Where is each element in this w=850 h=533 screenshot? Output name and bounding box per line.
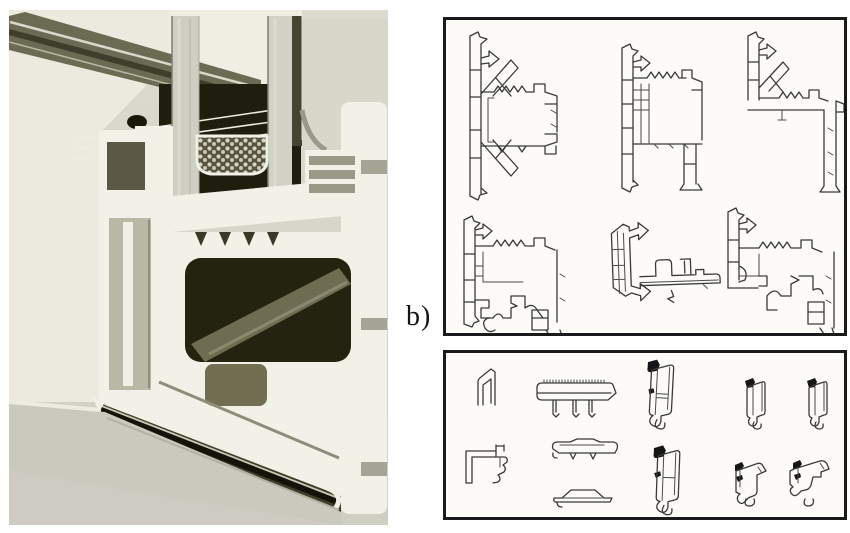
u-channel-profile <box>477 368 496 406</box>
glazing-bead-large-2 <box>653 445 681 516</box>
glass-pane-left <box>171 16 200 202</box>
hooked-strip-profile <box>536 379 617 418</box>
desiccant-spacer <box>195 134 269 176</box>
wall-corner <box>9 400 341 525</box>
glazing-bead-large <box>647 359 675 430</box>
frame-profile-right <box>727 207 835 333</box>
photo-rendering <box>9 10 388 525</box>
cover-bead-profile <box>553 489 613 508</box>
wall-highlight <box>9 10 169 402</box>
glazing-bead-small-1 <box>745 378 766 430</box>
sash-ribs <box>309 156 355 193</box>
mullion-profile <box>469 31 558 201</box>
accessory-profiles-panel <box>443 350 847 520</box>
part-label-b: b) <box>406 301 432 332</box>
sill-adapter-profile <box>610 222 721 304</box>
bottom-rail <box>93 380 342 514</box>
corner-step-profile <box>747 31 844 193</box>
flat-bead-profile <box>551 438 619 460</box>
main-profiles-panel <box>443 17 847 336</box>
cavity-central <box>185 258 351 362</box>
cavity-lower <box>205 364 267 406</box>
glazing-bead-angled-1 <box>735 462 767 507</box>
f-profile <box>465 444 508 484</box>
sash-frame-profile <box>621 43 703 193</box>
glass-pane-right <box>267 16 303 198</box>
main-profiles-drawing <box>463 31 844 333</box>
accessory-profiles-drawing <box>465 359 830 516</box>
glazing-bead-angled-2 <box>789 460 830 507</box>
glazing-bead-small-2 <box>807 378 828 430</box>
window-cutaway-photo <box>9 10 388 525</box>
frame-profile-left <box>463 215 566 333</box>
right-column-notches <box>361 160 387 476</box>
gasket-nubs <box>195 232 279 246</box>
cavity-left-tall <box>109 218 151 390</box>
cavity-upper-left <box>107 142 145 190</box>
